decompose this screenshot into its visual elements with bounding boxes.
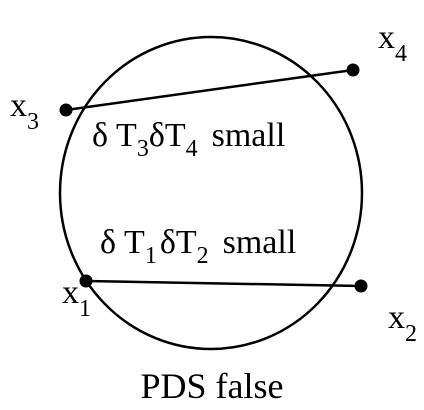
circle — [58, 35, 364, 351]
point-x4 — [346, 63, 360, 77]
label-x2: x2 — [388, 299, 417, 347]
label-x3: x3 — [10, 87, 39, 135]
point-x1 — [79, 274, 93, 288]
point-x2 — [354, 279, 368, 293]
label-x4: x4 — [378, 19, 407, 67]
label-x1: x1 — [62, 274, 91, 322]
point-x3 — [59, 103, 73, 117]
chord-x3-x4 — [65, 68, 354, 112]
caption: PDS false — [141, 366, 284, 406]
chord-x1-x2 — [85, 279, 362, 288]
